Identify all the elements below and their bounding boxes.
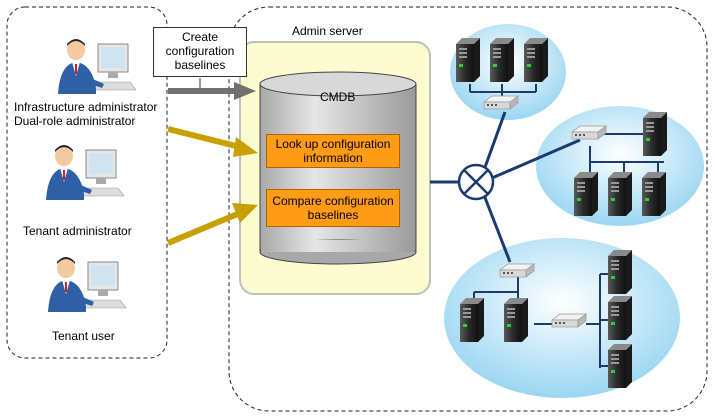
compare-line: Compare configuration [272, 194, 394, 208]
lookup-line: information [303, 151, 363, 165]
tenant-user-label: Tenant user [52, 329, 115, 343]
server-icon [456, 38, 480, 82]
server-icon [608, 250, 632, 294]
lookup-config-box: Look up configuration information [266, 134, 400, 168]
lookup-line: Look up configuration [275, 137, 391, 151]
infrastructure-admin-icon [57, 38, 137, 95]
dual-admin-label: Dual-role administrator [14, 114, 136, 128]
switch-icon [483, 95, 519, 110]
server-icon [608, 296, 632, 340]
admin-server-title: Admin server [292, 24, 363, 38]
create-baselines-callout: Create configuration baselines [153, 27, 247, 77]
tenant-admin-label: Tenant administrator [23, 224, 132, 238]
server-icon [643, 112, 667, 156]
tenant-admin-icon [45, 144, 125, 201]
network-links [430, 111, 581, 263]
server-icon [504, 298, 528, 342]
server-icon [574, 172, 598, 216]
arrow-infra-admin-lookup [167, 126, 258, 157]
network-hub-icon [457, 163, 495, 201]
server-icon [460, 298, 484, 342]
cmdb-label: CMDB [320, 90, 356, 104]
tenant-user-icon [47, 256, 127, 313]
switch-icon [551, 313, 587, 328]
server-icon [608, 344, 632, 388]
environment-boundary [228, 6, 708, 412]
infra-admin-label: Infrastructure administrator [14, 100, 158, 114]
server-icon [608, 172, 632, 216]
switch-icon [571, 125, 607, 140]
compare-line: baselines [307, 208, 359, 222]
users-boundary [6, 6, 168, 359]
server-icon [642, 172, 666, 216]
server-icon [490, 38, 514, 82]
arrow-tenant-admin-compare [166, 203, 258, 246]
server-icon [524, 38, 548, 82]
switch-icon [499, 263, 535, 278]
arrow-create-baselines [168, 82, 256, 100]
callout-line: baselines [174, 58, 226, 72]
callout-line: configuration [165, 44, 235, 58]
compare-baselines-box: Compare configuration baselines [266, 189, 400, 227]
callout-line: Create [181, 30, 219, 44]
